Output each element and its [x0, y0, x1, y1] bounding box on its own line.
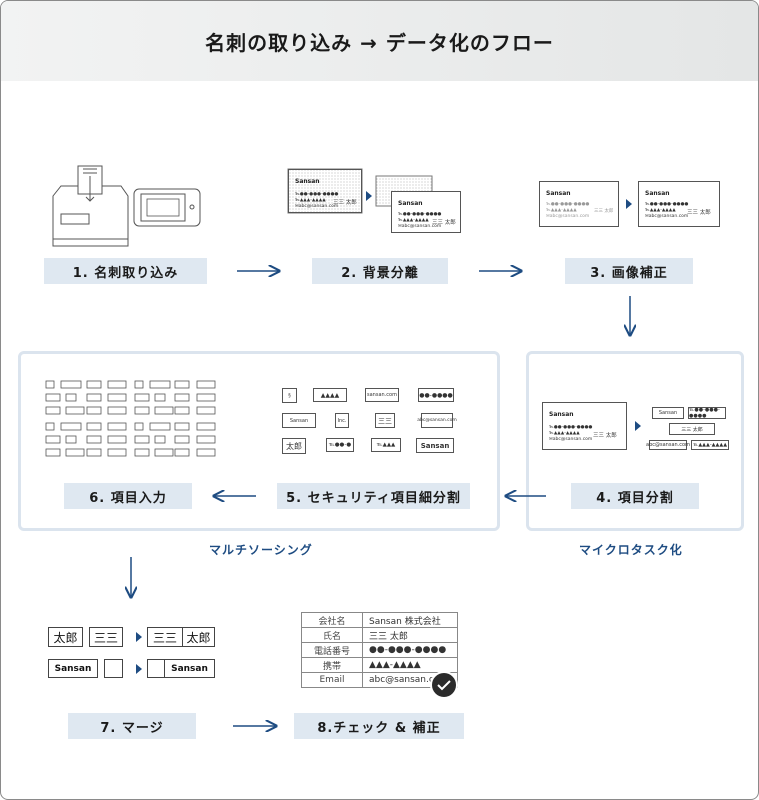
row-key: 会社名 — [301, 612, 363, 628]
arrow-right-icon — [626, 199, 632, 209]
card-logo: Sansan — [549, 411, 574, 418]
fragment-email: sansan.com — [365, 388, 399, 402]
row-key: 携帯 — [301, 657, 363, 673]
fragment-given: 太郎 — [282, 438, 306, 454]
card-phone: ℡●●-●●●-●●●● — [549, 425, 593, 430]
row-key: Email — [301, 672, 363, 688]
card-email: ✉abc@sansan.com — [398, 224, 442, 229]
card-logo: Sansan — [546, 190, 571, 197]
step-4-label: 4. 項目分割 — [571, 483, 699, 509]
check-icon — [430, 671, 458, 699]
fragment-logo-text: Sansan — [282, 413, 316, 428]
fragment-sansan: Sansan — [416, 438, 454, 453]
card-mobile: ℡▲▲▲-▲▲▲▲ — [546, 208, 577, 213]
fragment-tri2: ℡▲▲▲ — [371, 438, 401, 452]
arrow-right-icon — [635, 421, 641, 431]
merge-surname-result: 三三 — [147, 627, 183, 647]
arrow-right-icon — [136, 664, 142, 674]
row-value: Sansan 株式会社 — [362, 612, 458, 628]
card-logo: Sansan — [295, 178, 320, 185]
card-email: ✉abc@sansan.com — [549, 437, 593, 442]
crowdsourcing-label: マルチソーシング — [209, 543, 313, 557]
arrow-right-icon — [136, 632, 142, 642]
merge-given: 太郎 — [48, 627, 83, 647]
fragment-surname: 三三 — [375, 413, 395, 428]
piece-name: 三三 太郎 — [669, 423, 715, 435]
piece-phone: ℡●●-●●●-●●●● — [688, 407, 726, 419]
fragment-logo-icon: § — [282, 388, 297, 403]
card-logo: Sansan — [398, 200, 423, 207]
card-phone: ℡●●-●●●-●●●● — [398, 212, 442, 217]
fragment-inc: Inc. — [335, 413, 349, 428]
step-6-label: 6. 項目入力 — [64, 483, 192, 509]
table-row: 氏名 三三 太郎 — [301, 627, 458, 643]
card-email: ✉abc@sansan.com — [295, 204, 339, 209]
row-key: 氏名 — [301, 627, 363, 643]
merge-sansan: Sansan — [48, 659, 98, 678]
fragment-tel: ℡●●-● — [326, 438, 354, 452]
merge-given-result: 太郎 — [182, 627, 215, 647]
step-7-label: 7. マージ — [68, 713, 196, 739]
table-row: 携帯 ▲▲▲-▲▲▲▲ — [301, 657, 458, 673]
row-key: 電話番号 — [301, 642, 363, 658]
card-email: ✉abc@sansan.com — [546, 214, 590, 219]
card-name: 三三 太郎 — [687, 210, 711, 216]
card-email: ✉abc@sansan.com — [645, 214, 689, 219]
piece-email: abc@sansan.com — [646, 440, 690, 450]
crowdsourcing-group — [18, 351, 500, 531]
merge-logo — [104, 659, 123, 678]
step-8-label: 8.チェック & 補正 — [294, 713, 464, 739]
table-row: 会社名 Sansan 株式会社 — [301, 612, 458, 628]
business-card-front: Sansan ℡●●-●●●-●●●● ℡▲▲▲-▲▲▲▲ ✉abc@sansa… — [288, 169, 362, 213]
card-name: 三三 太郎 — [432, 220, 456, 226]
card-phone: ℡●●-●●●-●●●● — [645, 202, 689, 207]
card-mobile: ℡▲▲▲-▲▲▲▲ — [295, 198, 326, 203]
card-mobile: ℡▲▲▲-▲▲▲▲ — [398, 218, 429, 223]
scanner-icon — [52, 165, 129, 247]
card-mobile: ℡▲▲▲-▲▲▲▲ — [549, 431, 580, 436]
microtask-group — [526, 351, 744, 531]
card-name: 三三 太郎 — [333, 200, 357, 206]
merge-logo-result — [147, 659, 165, 678]
step-1-label: 1. 名刺取り込み — [44, 258, 207, 284]
merge-sansan-result: Sansan — [164, 659, 215, 678]
title-bar: 名刺の取り込み → データ化のフロー — [1, 1, 758, 81]
smartphone-icon — [133, 188, 201, 227]
merge-surname: 三三 — [89, 627, 123, 647]
step-3-label: 3. 画像補正 — [565, 258, 693, 284]
fragment-tri: ▲▲▲▲ — [313, 388, 347, 402]
fragment-phone: ●●-●●●● — [418, 388, 454, 402]
diagram-title: 名刺の取り込み → データ化のフロー — [205, 30, 554, 55]
input-sheet-grid — [45, 380, 216, 457]
step-5-label: 5. セキュリティ項目細分割 — [277, 483, 470, 509]
business-card-skewed: Sansan ℡●●-●●●-●●●● ℡▲▲▲-▲▲▲▲ ✉abc@sansa… — [539, 181, 619, 227]
card-name: 三三 太郎 — [593, 433, 617, 439]
business-card-corrected: Sansan ℡●●-●●●-●●●● ℡▲▲▲-▲▲▲▲ ✉abc@sansa… — [638, 181, 720, 227]
card-mobile: ℡▲▲▲-▲▲▲▲ — [645, 208, 676, 213]
table-row: 電話番号 ●●-●●●-●●●● — [301, 642, 458, 658]
arrow-right-icon — [366, 191, 372, 201]
fragment-mail: abc@sansan.com — [417, 413, 457, 428]
card-phone: ℡●●-●●●-●●●● — [295, 192, 339, 197]
piece-mobile: ℡▲▲▲-▲▲▲▲ — [691, 440, 729, 450]
card-phone: ℡●●-●●●-●●●● — [546, 202, 590, 207]
piece-logo: Sansan — [652, 407, 684, 419]
step-2-label: 2. 背景分離 — [312, 258, 448, 284]
card-name: 三三 太郎 — [594, 209, 614, 214]
card-logo: Sansan — [645, 190, 670, 197]
row-value: 三三 太郎 — [362, 627, 458, 643]
microtask-label: マイクロタスク化 — [579, 543, 683, 557]
row-value: ●●-●●●-●●●● — [362, 642, 458, 658]
business-card-step4: Sansan ℡●●-●●●-●●●● ℡▲▲▲-▲▲▲▲ ✉abc@sansa… — [542, 402, 627, 450]
business-card-separated: Sansan ℡●●-●●●-●●●● ℡▲▲▲-▲▲▲▲ ✉abc@sansa… — [391, 191, 461, 233]
